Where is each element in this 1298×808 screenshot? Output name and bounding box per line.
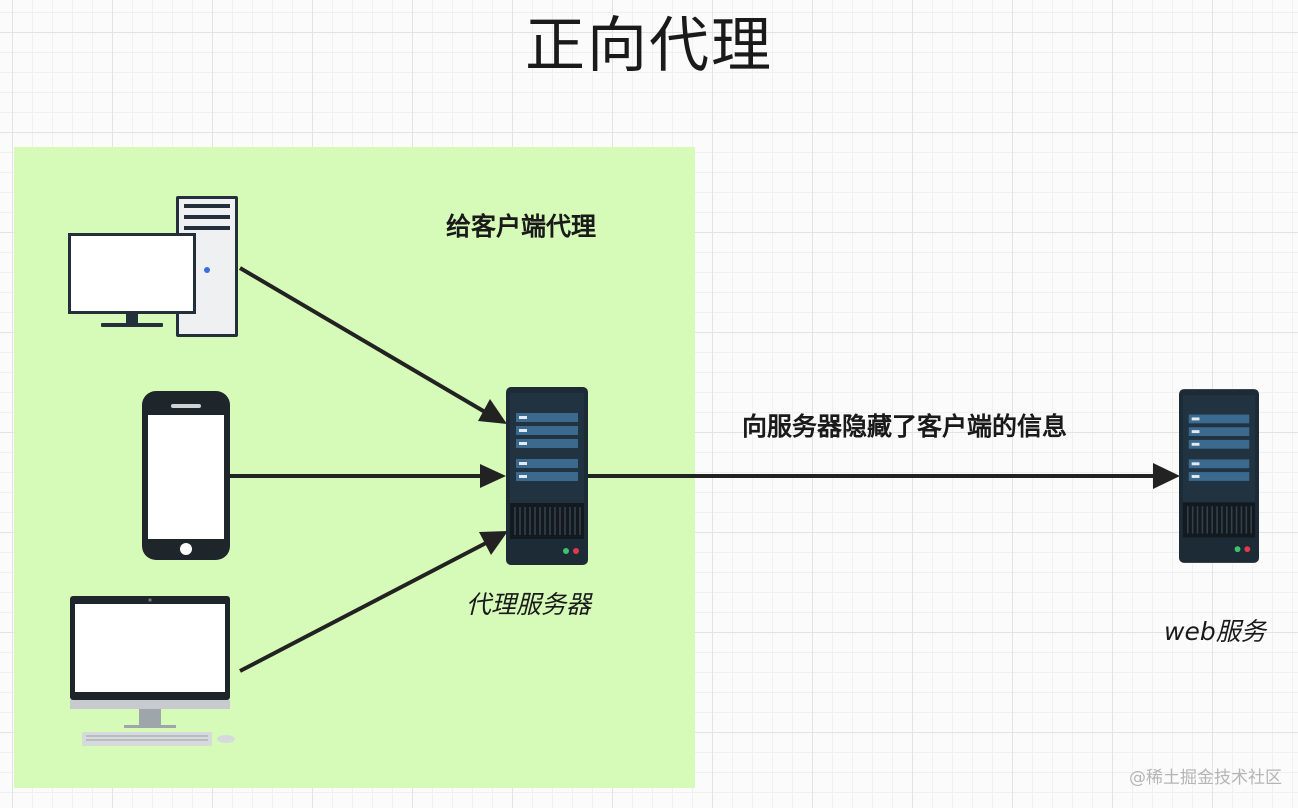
- arrow-desktop-to-proxy: [238, 266, 507, 424]
- imac-icon: [68, 596, 240, 748]
- proxy-server-label: 代理服务器: [466, 590, 592, 619]
- arrow-phone-to-proxy: [230, 464, 506, 488]
- proxy-server-icon: [506, 387, 588, 565]
- web-server-label: web服务: [1164, 617, 1266, 646]
- page-title: 正向代理: [525, 11, 773, 81]
- web-server-icon: [1179, 387, 1259, 565]
- arrow-imac-to-proxy: [239, 531, 508, 673]
- arrow-proxy-to-web: [588, 463, 1180, 489]
- watermark: @稀土掘金技术社区: [1129, 768, 1282, 788]
- proxy-to-web-edge-label: 向服务器隐藏了客户端的信息: [742, 412, 1068, 441]
- client-zone-label: 给客户端代理: [446, 212, 597, 241]
- desktop-computer-icon: [68, 196, 240, 338]
- smartphone-icon: [142, 391, 230, 560]
